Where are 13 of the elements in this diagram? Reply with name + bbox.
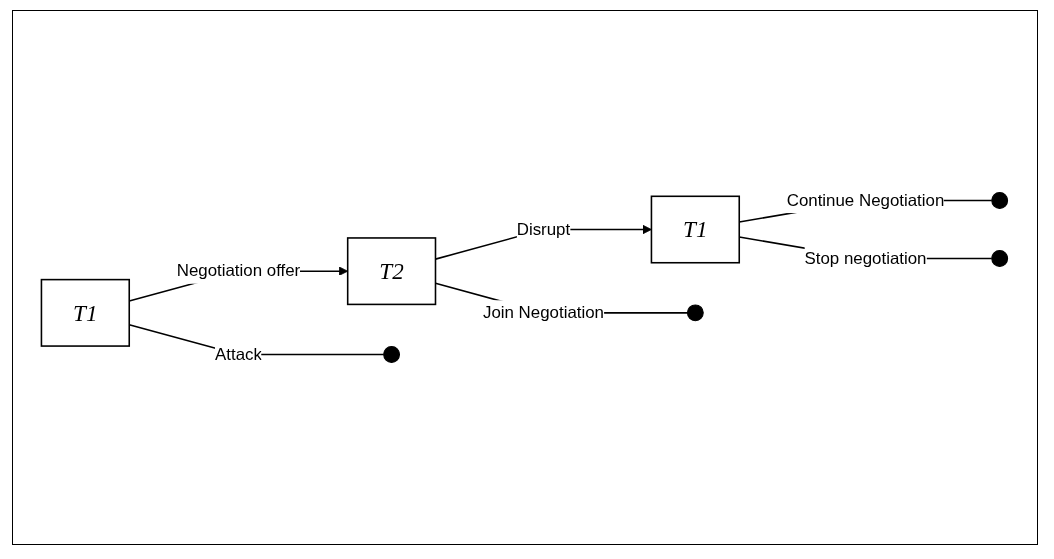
edge-label: Join Negotiation	[483, 303, 605, 322]
edge-label: Attack	[215, 344, 263, 363]
node-circle	[991, 192, 1009, 209]
node-circle	[687, 304, 705, 322]
edge-label: Stop negotiation	[805, 249, 927, 267]
node-circle	[383, 346, 401, 363]
edge-label: Continue Negotiation	[787, 191, 945, 209]
node-box: T1	[651, 195, 741, 264]
edge-label: Negotiation offer	[177, 261, 301, 280]
edge-label: Disrupt	[517, 220, 571, 238]
node-box: T2	[347, 237, 437, 306]
node-circle	[991, 250, 1009, 267]
node-box: T1	[41, 278, 131, 347]
